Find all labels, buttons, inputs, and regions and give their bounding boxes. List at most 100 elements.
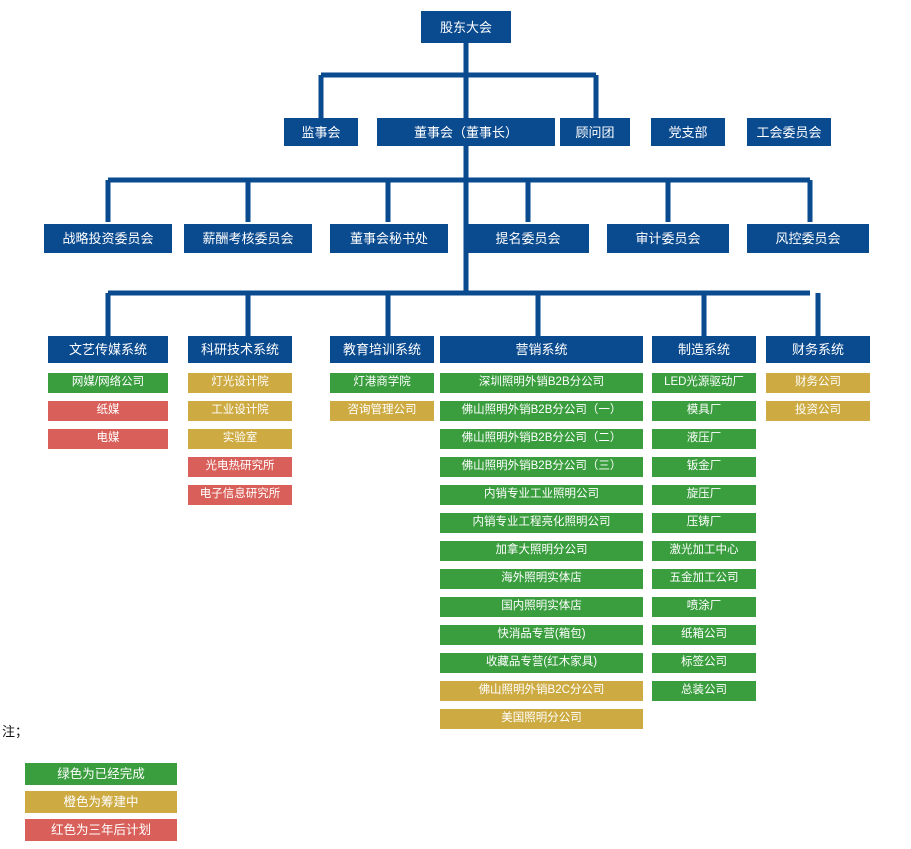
node-label: 海外照明实体店 bbox=[501, 572, 582, 585]
node-supervisory-board[interactable]: 监事会 bbox=[284, 118, 358, 146]
node-label: 佛山照明外销B2B分公司（三） bbox=[461, 460, 622, 473]
list-item[interactable]: 海外照明实体店 bbox=[440, 569, 643, 589]
list-item[interactable]: 内销专业工程亮化照明公司 bbox=[440, 513, 643, 533]
list-item[interactable]: 总装公司 bbox=[652, 681, 756, 701]
list-item[interactable]: 钣金厂 bbox=[652, 457, 756, 477]
node-label: 营销系统 bbox=[515, 342, 568, 357]
list-item[interactable]: 咨询管理公司 bbox=[330, 401, 434, 421]
list-item[interactable]: 电子信息研究所 bbox=[188, 485, 292, 505]
list-item[interactable]: 佛山照明外销B2C分公司 bbox=[440, 681, 643, 701]
list-item[interactable]: 美国照明分公司 bbox=[440, 709, 643, 729]
list-item[interactable]: 液压厂 bbox=[652, 429, 756, 449]
node-label: 内销专业工业照明公司 bbox=[484, 488, 599, 501]
node-label: 灯光设计院 bbox=[211, 376, 269, 389]
system-header-arts-media[interactable]: 文艺传媒系统 bbox=[48, 336, 168, 363]
list-item[interactable]: LED光源驱动厂 bbox=[652, 373, 756, 393]
system-header-education-training[interactable]: 教育培训系统 bbox=[330, 336, 434, 363]
node-label: 提名委员会 bbox=[495, 231, 561, 246]
list-item[interactable]: 灯港商学院 bbox=[330, 373, 434, 393]
node-label: 压铸厂 bbox=[686, 516, 722, 529]
node-strategy-investment-committee[interactable]: 战略投资委员会 bbox=[44, 224, 172, 253]
list-item[interactable]: 网媒/网络公司 bbox=[48, 373, 168, 393]
node-label: 工会委员会 bbox=[756, 124, 822, 140]
legend-item-three-year-plan: 红色为三年后计划 bbox=[25, 819, 177, 841]
list-item[interactable]: 压铸厂 bbox=[652, 513, 756, 533]
system-header-finance[interactable]: 财务系统 bbox=[766, 336, 870, 363]
node-label: 液压厂 bbox=[686, 432, 722, 445]
node-label: 财务系统 bbox=[791, 342, 844, 357]
system-header-marketing[interactable]: 营销系统 bbox=[440, 336, 643, 363]
node-label: 标签公司 bbox=[681, 656, 727, 669]
node-label: 顾问团 bbox=[575, 124, 615, 140]
list-item[interactable]: 佛山照明外销B2B分公司（二） bbox=[440, 429, 643, 449]
node-label: 网媒/网络公司 bbox=[71, 376, 145, 389]
list-item[interactable]: 激光加工中心 bbox=[652, 541, 756, 561]
system-header-manufacturing[interactable]: 制造系统 bbox=[652, 336, 756, 363]
list-item[interactable]: 五金加工公司 bbox=[652, 569, 756, 589]
legend-item-under-construction: 橙色为筹建中 bbox=[25, 791, 177, 813]
list-item[interactable]: 收藏品专营(红木家具) bbox=[440, 653, 643, 673]
node-label: 佛山照明外销B2B分公司（一） bbox=[461, 404, 622, 417]
node-label: 旋压厂 bbox=[686, 488, 722, 501]
list-item[interactable]: 纸箱公司 bbox=[652, 625, 756, 645]
list-item[interactable]: 佛山照明外销B2B分公司（一） bbox=[440, 401, 643, 421]
node-shareholders-meeting[interactable]: 股东大会 bbox=[421, 11, 511, 43]
node-label: 美国照明分公司 bbox=[501, 712, 582, 725]
node-label: 科研技术系统 bbox=[200, 342, 279, 357]
system-header-research-technology[interactable]: 科研技术系统 bbox=[188, 336, 292, 363]
node-label: 纸媒 bbox=[96, 404, 120, 417]
list-item[interactable]: 纸媒 bbox=[48, 401, 168, 421]
legend-item-completed: 绿色为已经完成 bbox=[25, 763, 177, 785]
list-item[interactable]: 光电热研究所 bbox=[188, 457, 292, 477]
node-label: 股东大会 bbox=[439, 19, 492, 35]
node-risk-control-committee[interactable]: 风控委员会 bbox=[747, 224, 869, 253]
node-label: 董事会（董事长） bbox=[413, 124, 518, 140]
node-label: 咨询管理公司 bbox=[347, 404, 417, 417]
list-item[interactable]: 喷涂厂 bbox=[652, 597, 756, 617]
node-union-committee[interactable]: 工会委员会 bbox=[747, 118, 831, 146]
node-label: 实验室 bbox=[222, 432, 258, 445]
node-label: 薪酬考核委员会 bbox=[202, 231, 294, 246]
node-label: 佛山照明外销B2B分公司（二） bbox=[461, 432, 622, 445]
node-label: 党支部 bbox=[668, 124, 708, 140]
list-item[interactable]: 模具厂 bbox=[652, 401, 756, 421]
list-item[interactable]: 内销专业工业照明公司 bbox=[440, 485, 643, 505]
node-label: 制造系统 bbox=[677, 342, 730, 357]
node-compensation-committee[interactable]: 薪酬考核委员会 bbox=[184, 224, 312, 253]
node-label: 内销专业工程亮化照明公司 bbox=[472, 516, 611, 529]
list-item[interactable]: 灯光设计院 bbox=[188, 373, 292, 393]
list-item[interactable]: 工业设计院 bbox=[188, 401, 292, 421]
node-label: 风控委员会 bbox=[775, 231, 841, 246]
node-label: 电子信息研究所 bbox=[199, 488, 281, 501]
node-label: 投资公司 bbox=[795, 404, 841, 417]
node-nomination-committee[interactable]: 提名委员会 bbox=[467, 224, 589, 253]
list-item[interactable]: 旋压厂 bbox=[652, 485, 756, 505]
list-item[interactable]: 实验室 bbox=[188, 429, 292, 449]
node-party-branch[interactable]: 党支部 bbox=[651, 118, 725, 146]
node-label: 工业设计院 bbox=[211, 404, 269, 417]
list-item[interactable]: 加拿大照明分公司 bbox=[440, 541, 643, 561]
node-label: 电媒 bbox=[96, 432, 120, 445]
node-label: 激光加工中心 bbox=[669, 544, 739, 557]
list-item[interactable]: 电媒 bbox=[48, 429, 168, 449]
list-item[interactable]: 快消品专营(箱包) bbox=[440, 625, 643, 645]
node-audit-committee[interactable]: 审计委员会 bbox=[607, 224, 729, 253]
list-item[interactable]: 标签公司 bbox=[652, 653, 756, 673]
node-label: 总装公司 bbox=[681, 684, 727, 697]
list-item[interactable]: 投资公司 bbox=[766, 401, 870, 421]
node-label: 董事会秘书处 bbox=[349, 231, 428, 246]
node-label: 五金加工公司 bbox=[669, 572, 739, 585]
list-item[interactable]: 财务公司 bbox=[766, 373, 870, 393]
list-item[interactable]: 国内照明实体店 bbox=[440, 597, 643, 617]
node-label: 喷涂厂 bbox=[686, 600, 722, 613]
legend-label: 红色为三年后计划 bbox=[50, 822, 151, 837]
node-label: 灯港商学院 bbox=[353, 376, 411, 389]
list-item[interactable]: 佛山照明外销B2B分公司（三） bbox=[440, 457, 643, 477]
node-advisory-group[interactable]: 顾问团 bbox=[560, 118, 630, 146]
node-board-of-directors[interactable]: 董事会（董事长） bbox=[377, 118, 555, 146]
legend-note-label: 注； bbox=[2, 724, 29, 739]
node-board-secretariat[interactable]: 董事会秘书处 bbox=[330, 224, 448, 253]
list-item[interactable]: 深圳照明外销B2B分公司 bbox=[440, 373, 643, 393]
legend-label: 绿色为已经完成 bbox=[57, 766, 145, 781]
